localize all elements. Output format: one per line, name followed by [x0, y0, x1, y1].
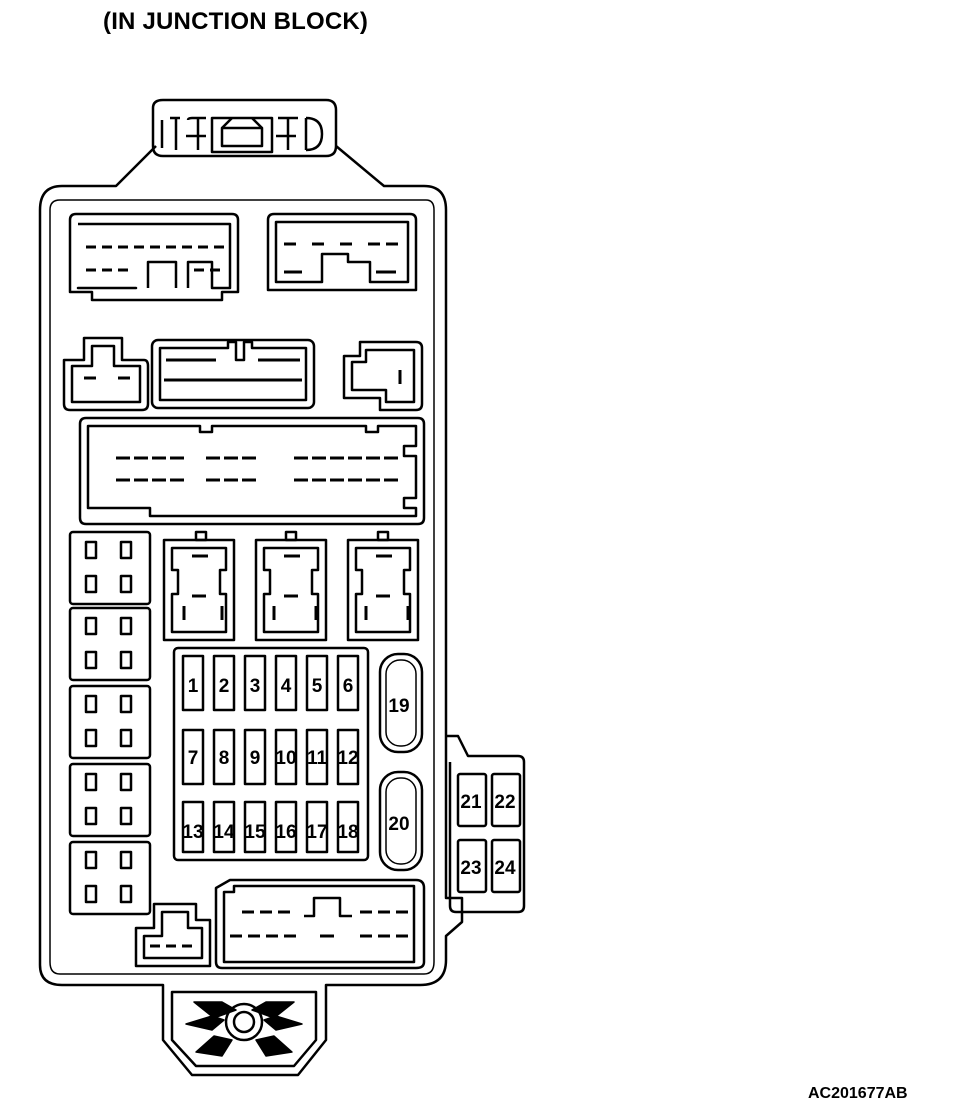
- fuse-label-16: 16: [275, 822, 296, 843]
- fuse-slot-5: [305, 654, 329, 712]
- fuse-slot-4: [274, 654, 298, 712]
- relay-left-4: [68, 762, 152, 838]
- fuse-label-18: 18: [337, 822, 358, 843]
- fuse-label-13: 13: [182, 822, 203, 843]
- fuse-label-23: 23: [460, 858, 481, 879]
- fuse-slot-12: [336, 728, 360, 786]
- fuse-slot-8: [212, 728, 236, 786]
- figure-code: AC201677AB: [808, 1085, 908, 1102]
- fuse-label-15: 15: [244, 822, 266, 843]
- fuse-label-11: 11: [307, 748, 328, 769]
- fuse-label-12: 12: [337, 748, 358, 769]
- fuse-label-19: 19: [388, 696, 409, 717]
- fuse-slot-7: [181, 728, 205, 786]
- side-fuse-block: 21 22 23 24: [446, 734, 526, 914]
- connector-small-right: [342, 340, 424, 412]
- connector-large-row: [78, 416, 426, 526]
- fuse-slot-11: [305, 728, 329, 786]
- relay-top-2: [254, 530, 328, 642]
- fuse-label-22: 22: [494, 792, 515, 813]
- fuse-label-9: 9: [250, 748, 261, 769]
- relay-left-5: [68, 840, 152, 916]
- connector-top-left: [68, 212, 240, 302]
- relay-top-1: [162, 530, 236, 642]
- fuse-label-14: 14: [213, 822, 235, 843]
- top-mounting-tab: [151, 98, 338, 158]
- fuse-panel: [172, 646, 370, 862]
- connector-bottom-small: [134, 902, 212, 968]
- relay-left-3: [68, 684, 152, 760]
- fuse-label-2: 2: [219, 676, 230, 697]
- housing-outline: [38, 145, 464, 1077]
- relay-top-3: [346, 530, 420, 642]
- fuse-slot-17: [305, 800, 329, 854]
- housing-inner-rim: [49, 199, 435, 975]
- fuse-large-19: 19: [378, 652, 424, 754]
- fuse-label-21: 21: [460, 792, 482, 813]
- fuse-large-20: 20: [378, 770, 424, 872]
- fuse-slot-6: [336, 654, 360, 712]
- fuse-slot-13: [181, 800, 205, 854]
- connector-bottom-wide: [214, 878, 426, 970]
- fuse-slot-15: [243, 800, 267, 854]
- fuse-slot-2: [212, 654, 236, 712]
- fuse-label-1: 1: [188, 676, 199, 697]
- fuse-label-24: 24: [494, 858, 516, 879]
- fuse-label-20: 20: [388, 814, 409, 835]
- fuse-slot-18: [336, 800, 360, 854]
- fuse-label-5: 5: [312, 676, 323, 697]
- fuse-slot-14: [212, 800, 236, 854]
- fuse-label-4: 4: [281, 676, 292, 697]
- fuse-slot-9: [243, 728, 267, 786]
- diagram-title: (IN JUNCTION BLOCK): [103, 8, 369, 35]
- relay-left-2: [68, 606, 152, 682]
- fuse-label-7: 7: [188, 748, 199, 769]
- fuse-label-17: 17: [306, 822, 327, 843]
- connector-top-right: [266, 212, 418, 292]
- connector-center-wide: [150, 338, 316, 410]
- fuse-label-3: 3: [250, 676, 261, 697]
- fuse-slot-10: [274, 728, 298, 786]
- fuse-label-10: 10: [275, 748, 296, 769]
- fuse-slot-3: [243, 654, 267, 712]
- fuse-slot-16: [274, 800, 298, 854]
- fuse-label-8: 8: [219, 748, 230, 769]
- fuse-slot-1: [181, 654, 205, 712]
- relay-left-1: [68, 530, 152, 606]
- bottom-mounting-bracket: [170, 990, 318, 1068]
- connector-small-left: [62, 336, 150, 412]
- fuse-label-6: 6: [343, 676, 354, 697]
